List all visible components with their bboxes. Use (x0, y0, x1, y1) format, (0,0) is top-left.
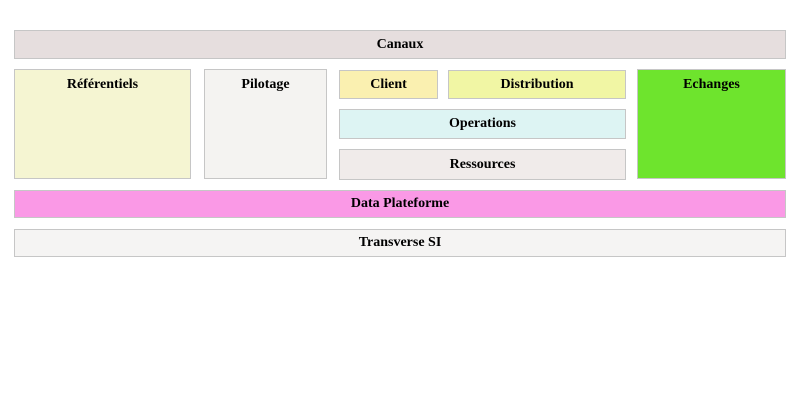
block-data-plateforme: Data Plateforme (14, 190, 786, 218)
block-distribution-label: Distribution (500, 76, 574, 92)
block-data-plateforme-label: Data Plateforme (350, 196, 450, 211)
block-transverse-si-label: Transverse SI (358, 235, 442, 250)
block-operations-label: Operations (449, 116, 516, 131)
block-canaux-label: Canaux (376, 36, 424, 52)
block-pilotage-label: Pilotage (241, 77, 290, 92)
block-ressources: Ressources (339, 149, 626, 180)
block-echanges: Echanges (637, 69, 786, 179)
block-echanges-label: Echanges (683, 77, 740, 92)
block-ressources-label: Ressources (449, 156, 516, 172)
block-operations: Operations (339, 109, 626, 139)
block-distribution: Distribution (448, 70, 626, 99)
block-transverse-si: Transverse SI (14, 229, 786, 257)
block-referentiels: Référentiels (14, 69, 191, 179)
block-referentiels-label: Référentiels (66, 77, 139, 92)
block-pilotage: Pilotage (204, 69, 327, 179)
block-canaux: Canaux (14, 30, 786, 59)
block-client-label: Client (370, 76, 407, 92)
block-client: Client (339, 70, 438, 99)
